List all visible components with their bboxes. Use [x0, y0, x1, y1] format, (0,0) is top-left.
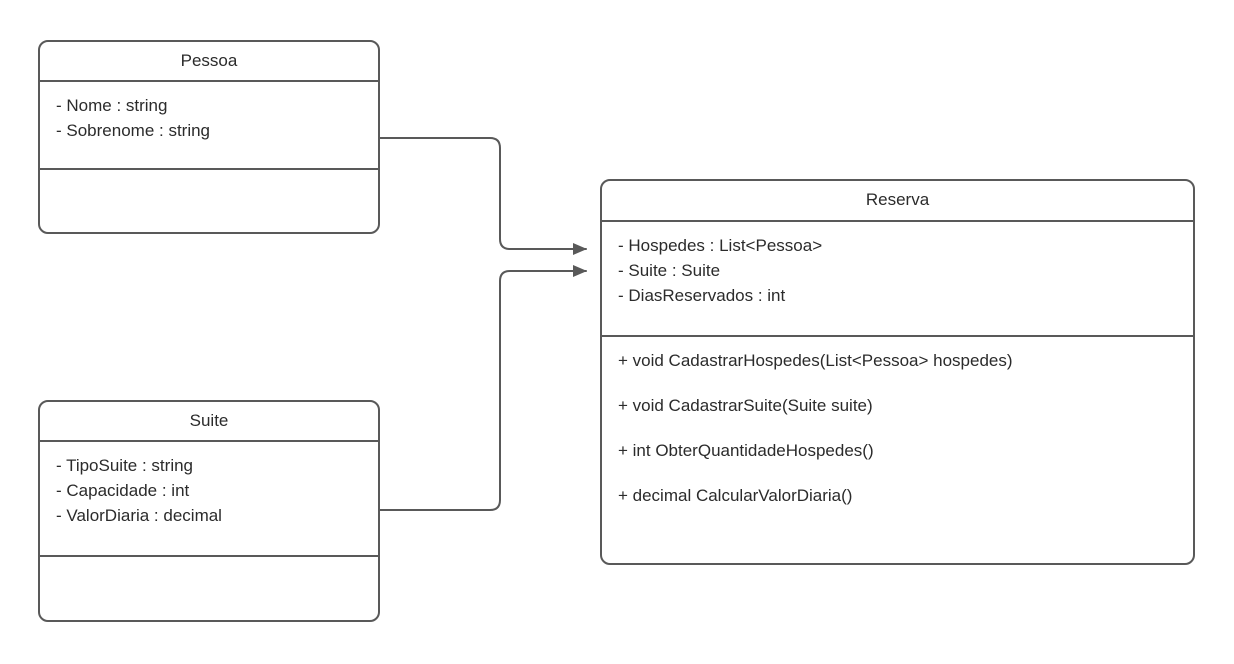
- attribute-row: - Suite : Suite: [618, 260, 721, 280]
- attribute-row: - ValorDiaria : decimal: [56, 505, 222, 525]
- class-box-suite[interactable]: Suite - TipoSuite : string - Capacidade …: [38, 400, 380, 622]
- attribute-row: - Sobrenome : string: [56, 120, 211, 140]
- attribute-row: - Capacidade : int: [56, 480, 190, 500]
- attributes-compartment-suite: - TipoSuite : string - Capacidade : int …: [40, 442, 378, 557]
- operation-row: + int ObterQuantidadeHospedes(): [618, 440, 874, 460]
- attribute-row: - Nome : string: [56, 96, 168, 115]
- class-name-reserva: Reserva: [602, 181, 1193, 222]
- class-name-suite: Suite: [40, 402, 378, 442]
- class-box-pessoa[interactable]: Pessoa - Nome : string - Sobrenome : str…: [38, 40, 380, 234]
- class-box-reserva[interactable]: Reserva - Hospedes : List<Pessoa> - Suit…: [600, 179, 1195, 565]
- class-name-pessoa: Pessoa: [40, 42, 378, 82]
- attribute-row: - Hospedes : List<Pessoa>: [618, 236, 823, 255]
- attribute-row: - TipoSuite : string: [56, 456, 194, 475]
- operations-compartment-reserva: + void CadastrarHospedes(List<Pessoa> ho…: [602, 337, 1193, 521]
- operation-row: + decimal CalcularValorDiaria(): [618, 485, 853, 505]
- operation-row: + void CadastrarHospedes(List<Pessoa> ho…: [618, 351, 1013, 370]
- attributes-compartment-reserva: - Hospedes : List<Pessoa> - Suite : Suit…: [602, 222, 1193, 337]
- operation-row: + void CadastrarSuite(Suite suite): [618, 395, 873, 415]
- connector-suite-to-reserva: [379, 265, 587, 511]
- connector-pessoa-to-reserva: [379, 137, 587, 255]
- attributes-compartment-pessoa: - Nome : string - Sobrenome : string: [40, 82, 378, 170]
- attribute-row: - DiasReservados : int: [618, 285, 786, 305]
